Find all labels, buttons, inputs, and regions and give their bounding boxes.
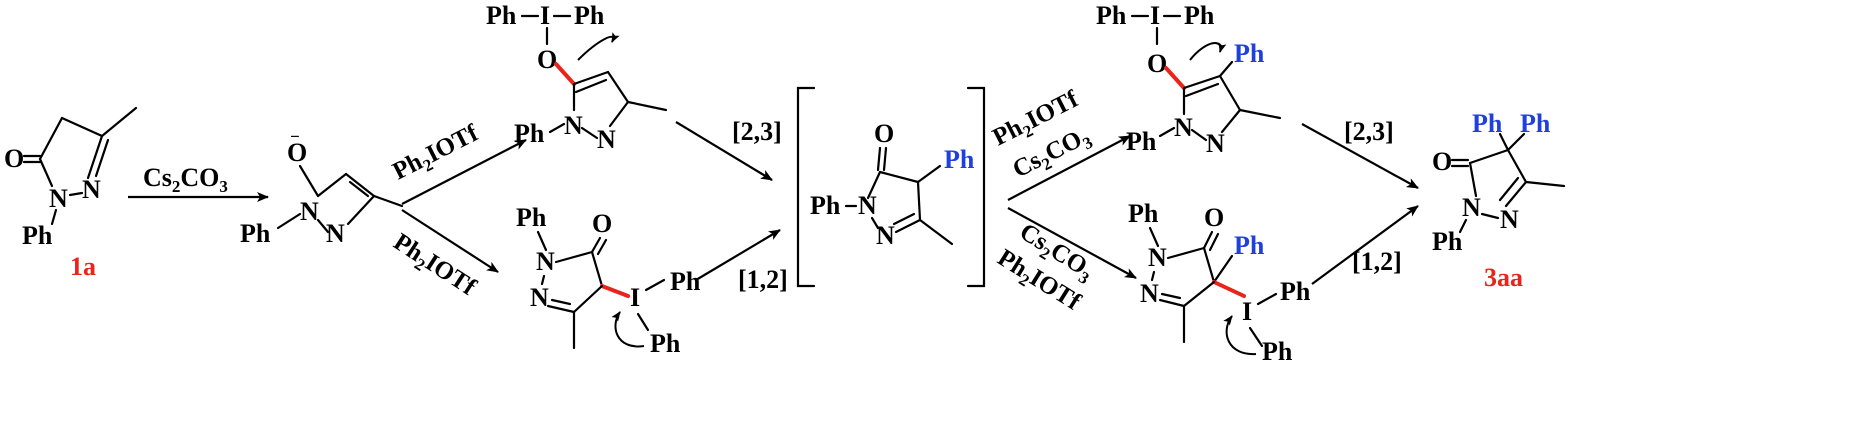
phenyl-label: Ph [1128,199,1159,228]
phenyl-label: Ph [1280,277,1311,306]
phenyl-label: Ph [810,191,841,220]
atom-n: N [876,221,895,250]
atom-o: O [592,209,612,238]
reagent-ph2iotf-lower: Ph2IOTf [387,228,481,304]
migrated-phenyl-label: Ph [1234,231,1265,260]
arrow-to-o-arylation [401,139,527,205]
atom-n: N [530,283,549,312]
atom-i: I [630,283,640,312]
atom-i: I [1150,1,1160,30]
migrated-phenyl-label: Ph [1234,39,1265,68]
migrated-phenyl-label: Ph [944,145,975,174]
shift-label-2-3: [2,3] [732,117,782,146]
atom-o: O [4,144,24,173]
o-iodonium-intermediate: Ph I Ph O N N Ph [486,1,668,154]
atom-o: O [874,119,894,148]
bracket-right [966,86,986,288]
shift-label-2-3-second: [2,3] [1344,117,1394,146]
atom-o: O [1204,203,1224,232]
shift-label-1-2-second: [1,2] [1352,247,1402,276]
atom-n: N [536,247,555,276]
atom-n: N [564,111,583,140]
atom-n: N [1174,113,1193,142]
atom-i: I [1242,297,1252,326]
phenyl-label: Ph [1126,127,1157,156]
phenyl-label: Ph [22,221,53,250]
phenyl-label: Ph [240,219,271,248]
atom-n: N [597,125,616,154]
reagent-ph2iotf-upper: Ph2IOTf [388,119,485,189]
arrow-1-2-shift-second [1311,205,1419,285]
atom-n: N [1148,243,1167,272]
migrated-phenyl-label: Ph [1520,109,1551,138]
migrated-phenyl-label: Ph [1472,109,1503,138]
atom-n: N [82,175,101,204]
curved-arrow [577,32,620,61]
arrow-1-2-shift [695,229,781,281]
curved-arrow [611,311,645,348]
bracket-left [796,86,816,288]
atom-n: N [1206,129,1225,158]
product-3aa: O Ph Ph N N Ph 3aa [1432,109,1566,292]
atom-i: I [540,1,550,30]
compound-label-3aa: 3aa [1484,263,1523,292]
phenyl-label: Ph [516,203,547,232]
atom-n: N [858,191,877,220]
arrow-to-second-c-iodonium [1007,207,1137,279]
atom-o: O [537,45,557,74]
phenyl-label: Ph [514,119,545,148]
atom-n: N [1140,279,1159,308]
curved-arrow [1189,42,1227,61]
reagent-cs2co3: Cs2CO3 [143,163,228,196]
second-o-iodonium-intermediate: Ph I Ph O Ph N N Ph [1096,1,1282,158]
atom-n: N [49,184,68,213]
atom-o: O [287,138,307,167]
atom-n: N [1462,193,1481,222]
phenyl-label: Ph [1184,1,1215,30]
curved-arrow [1223,315,1257,356]
atom-o: O [1147,49,1167,78]
enolate-anion: O − N N Ph [240,127,404,248]
shift-label-1-2: [1,2] [738,265,788,294]
phenyl-label: Ph [1262,337,1293,366]
compound-1a: O N N Ph 1a [4,106,138,281]
phenyl-label: Ph [650,329,681,358]
arrow-to-c-iodonium [401,209,499,273]
arrow-to-second-o-iodonium [1007,135,1131,201]
phenyl-label: Ph [670,267,701,296]
second-c-iodonium-intermediate: Ph N O Ph N I Ph Ph [1128,199,1311,366]
phenyl-label: Ph [1096,1,1127,30]
arrow-2-3-shift [675,121,773,181]
arrow-2-3-shift-second [1301,123,1419,189]
bracket-intermediate: O Ph N N Ph [796,86,986,288]
phenyl-label: Ph [574,1,605,30]
c-iodonium-intermediate: Ph N O N I Ph Ph [516,203,701,358]
atom-n: N [1500,205,1519,234]
negative-charge: − [290,127,300,146]
phenyl-label: Ph [1432,227,1463,256]
atom-o: O [1432,147,1452,176]
atom-n: N [300,197,319,226]
phenyl-label: Ph [486,1,517,30]
compound-label-1a: 1a [70,252,96,281]
atom-n: N [326,219,345,248]
